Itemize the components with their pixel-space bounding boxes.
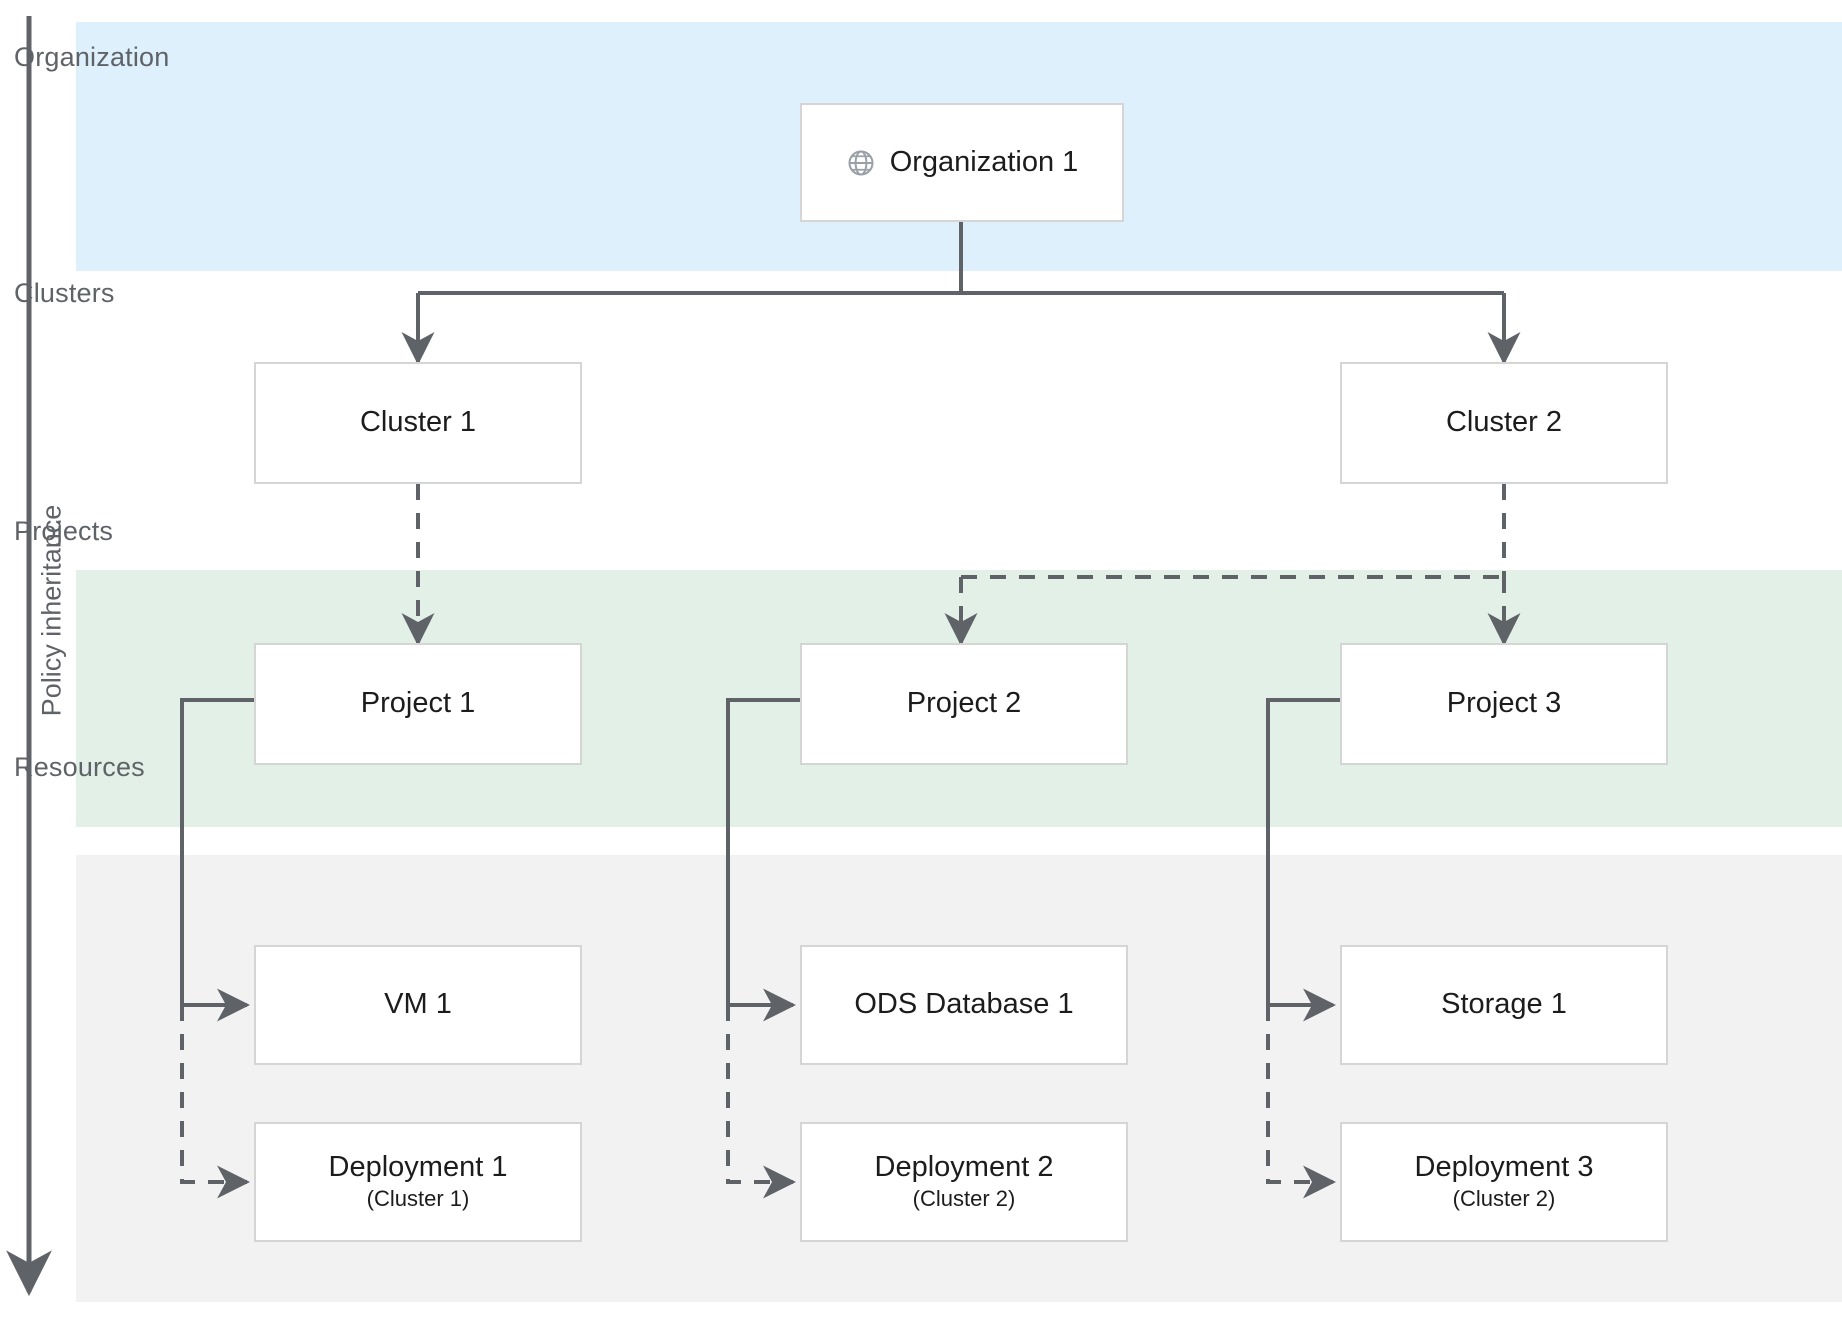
node-label: Project 3: [1446, 687, 1562, 720]
node-project-1[interactable]: Project 1: [254, 643, 582, 765]
node-label: Project 1: [360, 687, 476, 720]
node-label: Organization 1: [889, 145, 1079, 178]
node-label: Storage 1: [1441, 988, 1567, 1021]
node-sublabel: (Cluster 2): [912, 1186, 1016, 1212]
node-label: VM 1: [384, 988, 452, 1021]
node-deployment-3[interactable]: Deployment 3 (Cluster 2): [1340, 1122, 1668, 1242]
node-project-3[interactable]: Project 3: [1340, 643, 1668, 765]
node-vm-1[interactable]: VM 1: [254, 945, 582, 1065]
node-cluster-1[interactable]: Cluster 1: [254, 362, 582, 484]
node-deployment-2[interactable]: Deployment 2 (Cluster 2): [800, 1122, 1128, 1242]
node-label: Cluster 2: [1445, 406, 1563, 439]
band-label-organization: Organization: [14, 42, 170, 72]
node-cluster-2[interactable]: Cluster 2: [1340, 362, 1668, 484]
band-label-resources: Resources: [14, 752, 145, 782]
node-label: Deployment 2: [874, 1151, 1054, 1184]
node-label: Deployment 3: [1414, 1151, 1594, 1184]
node-label: Cluster 1: [359, 406, 477, 439]
node-deployment-1[interactable]: Deployment 1 (Cluster 1): [254, 1122, 582, 1242]
node-label: ODS Database 1: [854, 988, 1074, 1021]
globe-icon: [848, 150, 874, 175]
policy-inheritance-axis: Policy inheritance: [0, 0, 76, 1326]
node-label: Deployment 1: [328, 1151, 508, 1184]
node-project-2[interactable]: Project 2: [800, 643, 1128, 765]
node-ods-database-1[interactable]: ODS Database 1: [800, 945, 1128, 1065]
node-sublabel: (Cluster 2): [1452, 1186, 1556, 1212]
policy-inheritance-label: Policy inheritance: [36, 504, 67, 717]
node-label: Project 2: [906, 687, 1022, 720]
node-storage-1[interactable]: Storage 1: [1340, 945, 1668, 1065]
node-sublabel: (Cluster 1): [366, 1186, 470, 1212]
node-organization-1[interactable]: Organization 1: [800, 103, 1124, 222]
